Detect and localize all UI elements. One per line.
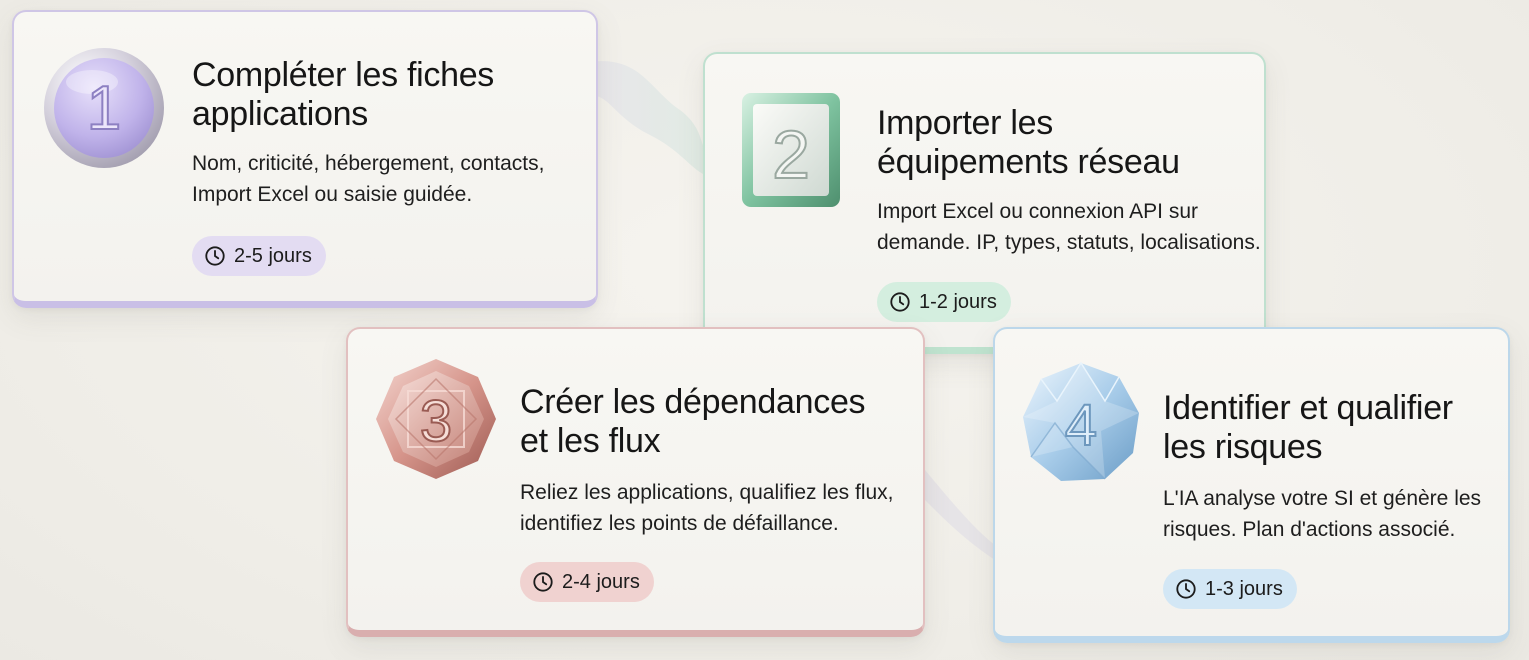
clock-icon [533, 572, 553, 592]
svg-text:3: 3 [420, 389, 452, 454]
clock-icon [1176, 579, 1196, 599]
duration-badge: 1-2 jours [877, 282, 1011, 322]
clock-icon [890, 292, 910, 312]
duration-badge: 1-3 jours [1163, 569, 1297, 609]
square-tile-icon: 2 [739, 90, 843, 214]
svg-text:4: 4 [1065, 393, 1097, 458]
duration-badge: 2-4 jours [520, 562, 654, 602]
svg-text:2: 2 [772, 117, 810, 193]
step-description: Reliez les applications, qualifiez les f… [520, 481, 894, 535]
octagon-gem-icon: 3 [374, 357, 498, 481]
step-description: Nom, criticité, hébergement, contacts,Im… [192, 152, 545, 206]
circle-medal-icon: 1 [42, 46, 166, 170]
clock-icon [205, 246, 225, 266]
svg-text:1: 1 [87, 74, 121, 143]
duration-badge: 2-5 jours [192, 236, 326, 276]
crystal-gem-icon: 4 [1021, 361, 1141, 485]
